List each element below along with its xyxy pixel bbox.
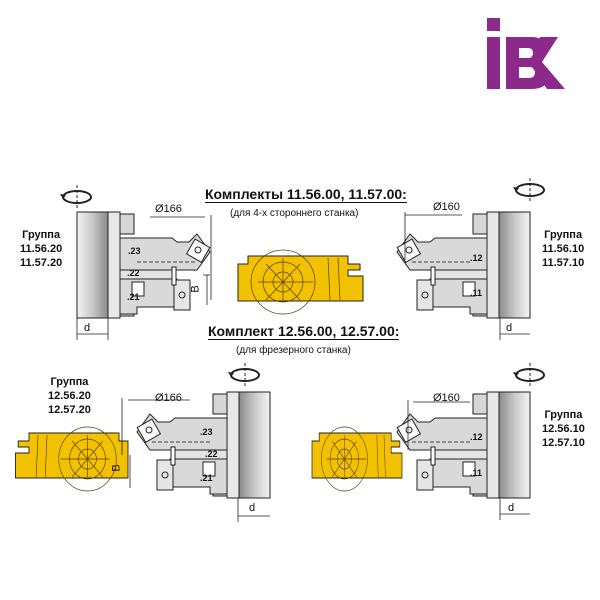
workpiece-bottom-left bbox=[14, 426, 129, 492]
dimension-lines bbox=[76, 212, 530, 522]
set1-subtitle: (для 4-х стороннего станка) bbox=[230, 208, 359, 219]
part-label: .11 bbox=[470, 468, 483, 478]
part-label: .23 bbox=[200, 427, 213, 437]
tool-top-right bbox=[396, 211, 531, 319]
group-label: Группа bbox=[544, 229, 583, 241]
height-b-label: B bbox=[189, 285, 202, 293]
group-label: Группа bbox=[544, 409, 583, 421]
part-label: .22 bbox=[205, 449, 218, 459]
group-code: 12.57.10 bbox=[542, 437, 585, 449]
diameter-label: Ø160 bbox=[433, 201, 460, 213]
group-code: 11.57.10 bbox=[542, 257, 585, 269]
tool-bottom-right bbox=[396, 391, 531, 499]
tool-top-left bbox=[76, 211, 211, 319]
group-code: 11.56.20 bbox=[20, 243, 63, 255]
set2-subtitle: (для фрезерного станка) bbox=[236, 345, 351, 356]
part-label: .23 bbox=[128, 246, 141, 256]
ibk-logo bbox=[487, 18, 565, 89]
group-bottom-left: Группа 12.56.20 12.57.20 bbox=[48, 375, 91, 417]
group-code: 11.56.10 bbox=[542, 243, 585, 255]
group-code: 12.56.10 bbox=[542, 423, 585, 435]
part-label: .21 bbox=[200, 473, 213, 483]
part-label: .21 bbox=[127, 292, 140, 302]
bore-d-label: d bbox=[506, 322, 513, 334]
diameter-label: Ø166 bbox=[155, 203, 182, 215]
group-code: 12.57.20 bbox=[48, 404, 91, 416]
part-label: .12 bbox=[470, 432, 483, 442]
workpiece-bottom-right bbox=[311, 426, 403, 492]
diameter-label: Ø160 bbox=[433, 392, 460, 404]
set2-title: Комплект 12.56.00, 12.57.00: bbox=[208, 323, 400, 340]
set1-title: Комплекты 11.56.00, 11.57.00: bbox=[205, 186, 407, 203]
group-code: 12.56.20 bbox=[48, 390, 91, 402]
part-label: .11 bbox=[470, 288, 483, 298]
group-code: 11.57.20 bbox=[20, 257, 63, 269]
bore-d-label: d bbox=[249, 502, 256, 514]
rotation-icon bbox=[59, 184, 92, 210]
workpiece-top bbox=[237, 249, 364, 315]
part-label: .22 bbox=[127, 268, 140, 278]
group-label: Группа bbox=[50, 376, 89, 388]
group-bottom-right: Группа 12.56.10 12.57.10 bbox=[542, 408, 585, 450]
bore-d-label: d bbox=[84, 322, 91, 334]
rotation-icon bbox=[512, 177, 545, 203]
group-top-left: Группа 11.56.20 11.57.20 bbox=[20, 228, 62, 270]
group-label: Группа bbox=[22, 229, 61, 241]
group-top-right: Группа 11.56.10 11.57.10 bbox=[542, 228, 584, 270]
rotation-icon bbox=[227, 362, 260, 388]
height-b-label: B bbox=[110, 464, 123, 472]
bore-d-label: d bbox=[508, 502, 515, 514]
diameter-label: Ø166 bbox=[155, 392, 182, 404]
rotation-icon bbox=[512, 362, 545, 388]
part-label: .12 bbox=[470, 253, 483, 263]
